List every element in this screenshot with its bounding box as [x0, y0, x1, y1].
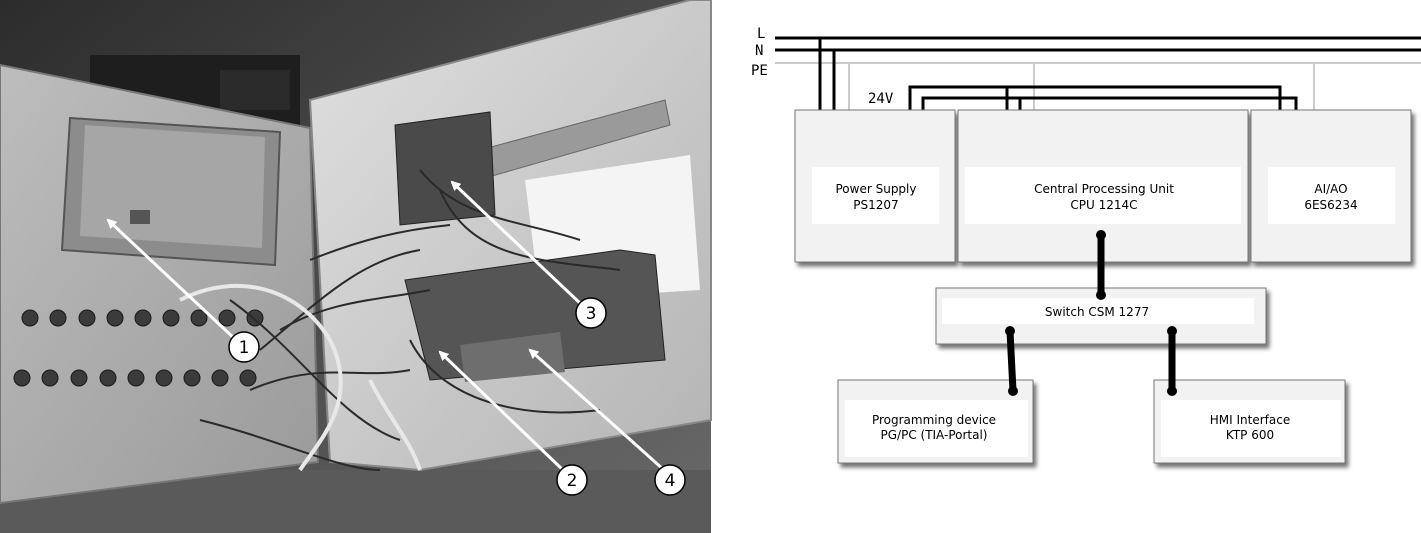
v24-label: 24V	[868, 91, 894, 107]
callout-1: 1	[228, 331, 260, 363]
photo-hmi-panel	[60, 116, 282, 267]
rail-pe-label: PE	[751, 63, 768, 79]
power-supply-line1: Power Supply	[836, 182, 917, 196]
callout-2-label: 2	[567, 471, 578, 491]
aiao-line2: 6ES6234	[1304, 198, 1357, 212]
aiao-block	[1250, 109, 1412, 263]
network-links	[1006, 231, 1176, 395]
callout-2: 2	[556, 464, 588, 496]
power-supply-line2: PS1207	[853, 198, 898, 212]
switch-line1: Switch CSM 1277	[1045, 305, 1149, 319]
programming-device-block	[837, 379, 1034, 464]
callout-3: 3	[575, 297, 607, 329]
callout-3-label: 3	[586, 304, 597, 324]
programming-line1: Programming device	[872, 413, 996, 427]
power-supply-block	[794, 109, 956, 263]
photo-panel: 1 2 3 4	[0, 0, 712, 533]
wiring-diagram: L N PE 24V Power Supply	[751, 26, 1421, 464]
photo-arrows	[106, 180, 666, 472]
photo-door-connectors	[13, 309, 264, 387]
photo-wiring	[199, 169, 621, 471]
callout-4: 4	[654, 464, 686, 496]
aiao-line1: AI/AO	[1314, 182, 1347, 196]
v24-distribution	[908, 85, 1298, 110]
programming-line2: PG/PC (TIA-Portal)	[881, 428, 988, 442]
photo-plc-modules	[394, 111, 666, 382]
cpu-block	[957, 109, 1249, 263]
rail-n-label: N	[755, 43, 763, 59]
cpu-line2: CPU 1214C	[1070, 198, 1137, 212]
rail-l-label: L	[757, 26, 765, 42]
hmi-line2: KTP 600	[1226, 428, 1274, 442]
link-switch-programming	[1006, 327, 1017, 395]
cpu-line1: Central Processing Unit	[1034, 182, 1174, 196]
callout-4-label: 4	[665, 471, 676, 491]
hmi-line1: HMI Interface	[1210, 413, 1290, 427]
power-drops	[818, 38, 836, 110]
hmi-block	[1153, 379, 1346, 464]
callout-1-label: 1	[239, 338, 250, 358]
